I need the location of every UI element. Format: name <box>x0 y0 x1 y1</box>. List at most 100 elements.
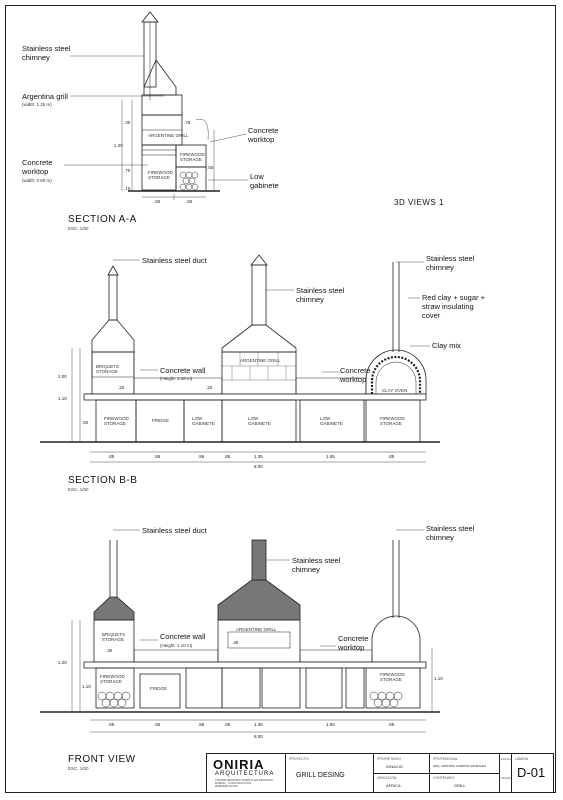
section-aa-title: SECTION A-A <box>68 214 137 225</box>
label-aa-grill: ARGENTINE GRILL <box>148 133 189 138</box>
label-bb-low-1: LOW GABINETE <box>192 416 215 426</box>
title-block: ONIRIA ARQUITECTURA TRANSFORMANDO SUEÑOS… <box>206 753 554 793</box>
callout-fv-duct: Stainless steel duct <box>142 526 207 535</box>
dim-fv-bottom-7: .85 <box>388 722 395 727</box>
label-bb-firewood-right: FIREWOOD STORAGE <box>380 416 405 426</box>
dim-fv-bottom-1: .85 <box>108 722 115 727</box>
views-3d-label: 3D VIEWS 1 <box>394 198 444 207</box>
scale-caption: ESCALA <box>501 757 513 761</box>
dim-fv-side-1: 1.20 <box>58 660 67 665</box>
dim-bb-bottom-5: 1.35 <box>254 454 263 459</box>
logo-small-text: TRANSFORMANDO SUEÑOS EN ESPACIOS DISEÑO … <box>215 778 273 788</box>
label-aa-firewood-upper: FIREWOOD STORAGE <box>180 152 205 162</box>
label-fv-firewood-right: FIREWOOD STORAGE <box>380 672 405 682</box>
dim-bb-side-4: .82 <box>82 420 89 425</box>
label-fv-fridge: FRIDGE <box>150 686 168 691</box>
section-aa-drawing <box>64 11 248 200</box>
callout-bb-worktop: Concrete worktop <box>340 366 371 384</box>
project-caption: PROYECTO <box>289 757 309 761</box>
dim-aa-side-3: .70 <box>124 168 131 173</box>
dim-bb-bottom-4: .85 <box>224 454 231 459</box>
front-view-drawing <box>40 529 440 733</box>
dim-bb-side-1: 1.00 <box>58 374 67 379</box>
callout-bb-wall-height: (Height: 1.10 m) <box>160 376 193 381</box>
sheet-cell: LÁMINA D-01 <box>511 754 553 792</box>
callout-aa-grill: Argentina grill <box>22 92 68 101</box>
callout-bb-chimney: Stainless steel chimney <box>296 286 345 304</box>
callout-bb-duct: Stainless steel duct <box>142 256 207 265</box>
dim-fv-bottom-3: .85 <box>198 722 205 727</box>
dim-bb-side-3: .20 <box>118 385 125 390</box>
callout-bb-oven-chimney: Stainless steel chimney <box>426 254 475 272</box>
callout-bb-clay-mix: Clay mix <box>432 341 461 350</box>
content-caption: CONTENIDO <box>433 776 454 780</box>
section-bb-scale: ESC. 1/50 <box>68 487 89 492</box>
dim-aa-bottom-2: .60 <box>186 199 193 204</box>
designer-caption: PROFESIONAL <box>433 757 458 761</box>
callout-bb-clay-cover: Red clay + sugar + straw insulating cove… <box>422 293 485 320</box>
callout-bb-wall: Concrete wall <box>160 366 206 375</box>
callout-fv-worktop: Concrete worktop <box>338 634 369 652</box>
dim-bb-bottom-3: .85 <box>198 454 205 459</box>
logo-subtitle: ARQUITECTURA <box>215 771 275 777</box>
designer-cell: PROFESIONAL ARQ. CRISTINA CAMPOS GONZALE… <box>429 754 500 792</box>
callout-fv-wall-height: (Height: 1.10 m) <box>160 643 193 648</box>
dim-fv-side-2: 1.10 <box>82 684 91 689</box>
dim-bb-side-5: .20 <box>206 385 213 390</box>
client-name: IGNACIO <box>386 764 403 769</box>
location-name: AFRICA <box>386 783 401 788</box>
section-aa-scale: ESC. 1/50 <box>68 226 89 231</box>
section-bb-drawing <box>40 254 440 463</box>
callout-fv-wall: Concrete wall <box>160 632 206 641</box>
callout-aa-low-gabinete: Low gabinete <box>250 172 279 190</box>
dim-aa-side-6: .10 <box>124 186 131 191</box>
scale-date-cell: ESCALA FECHA <box>499 754 513 792</box>
label-bb-low-3: LOW GABINETE <box>320 416 343 426</box>
dim-fv-side-4: .30 <box>232 640 239 645</box>
dim-bb-bottom-7: .85 <box>388 454 395 459</box>
label-bb-fridge: FRIDGE <box>152 418 170 423</box>
dim-bb-bottom-1: .85 <box>108 454 115 459</box>
callout-fv-chimney: Stainless steel chimney <box>292 556 341 574</box>
dim-bb-side-2: 1.10 <box>58 396 67 401</box>
label-bb-grill: ARGENTINE GRILL <box>240 358 281 363</box>
label-bb-oven: CLAY OVEN <box>382 388 408 393</box>
label-fv-firewood-left: FIREWOOD STORAGE <box>100 674 125 684</box>
callout-aa-chimney: Stainless steel chimney <box>22 44 71 62</box>
label-fv-briquette: BRIQUETS STORAGE <box>102 632 126 642</box>
client-caption: PROPIETARIO <box>377 757 401 761</box>
logo-text: ONIRIA <box>213 757 265 772</box>
dim-fv-bottom-6: 1.55 <box>326 722 335 727</box>
location-caption: UBICACIÓN <box>377 776 397 780</box>
project-name: GRILL DESING <box>296 772 345 779</box>
content-name: GRILL <box>454 783 466 788</box>
dim-bb-total: 8.00 <box>254 464 263 469</box>
dim-aa-side-5: .50 <box>207 165 214 170</box>
client-cell: PROPIETARIO IGNACIO UBICACIÓN AFRICA <box>373 754 430 792</box>
callout-aa-concrete-worktop: Concrete worktop <box>248 126 279 144</box>
dim-fv-side-5: 1.10 <box>434 676 443 681</box>
dim-aa-side-2: .30 <box>124 120 131 125</box>
dim-bb-bottom-2: .85 <box>154 454 161 459</box>
dim-aa-side-1: 1.20 <box>114 143 123 148</box>
section-bb-title: SECTION B-B <box>68 475 138 486</box>
label-fv-grill: ARGENTINE GRILL <box>236 627 277 632</box>
label-bb-briquette: BRIQUETS STORAGE <box>96 364 120 374</box>
dim-fv-total: 8.00 <box>254 734 263 739</box>
date-caption: FECHA <box>501 776 511 780</box>
sheet-number: D-01 <box>517 765 546 780</box>
dim-fv-bottom-2: .85 <box>154 722 161 727</box>
dim-fv-bottom-5: 1.35 <box>254 722 263 727</box>
sheet-caption: LÁMINA <box>515 757 529 761</box>
project-cell: PROYECTO GRILL DESING <box>285 754 373 792</box>
label-aa-firewood-lower: FIREWOOD STORAGE <box>148 170 173 180</box>
dim-fv-side-3: .30 <box>106 648 113 653</box>
label-bb-firewood-left: FIREWOOD STORAGE <box>104 416 129 426</box>
dim-fv-bottom-4: .85 <box>224 722 231 727</box>
callout-aa-worktop: Concrete worktop <box>22 158 53 176</box>
dim-aa-side-4: .75 <box>184 120 191 125</box>
dim-bb-bottom-6: 1.55 <box>326 454 335 459</box>
callout-aa-grill-width: (width: 1.25 m) <box>22 102 52 107</box>
